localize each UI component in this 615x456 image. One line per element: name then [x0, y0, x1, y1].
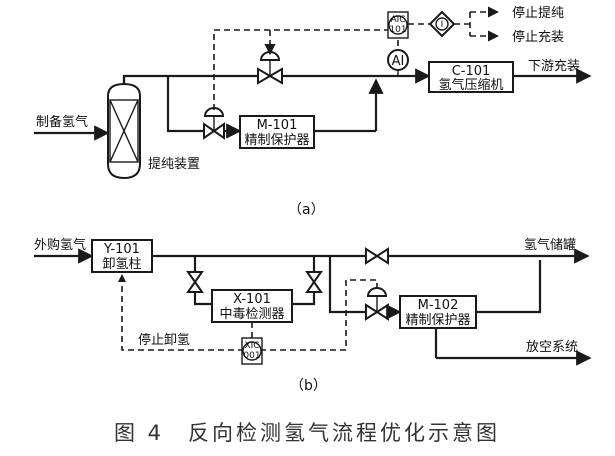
compressor-c101: [428, 61, 514, 93]
control-valve-a-main: [257, 51, 283, 85]
panel-b-sublabel: （b）: [290, 378, 327, 394]
svg-text:I: I: [441, 20, 444, 30]
svg-text:AIC: AIC: [390, 15, 405, 25]
signal-stop-unload: [121, 276, 244, 351]
xic-001-controller: XIC 001: [241, 337, 263, 365]
unloader-tag: Y-101: [103, 242, 140, 257]
figure-caption: 图 4 反向检测氢气流程优化示意图: [114, 421, 500, 445]
downstream-label: 下游充装: [528, 58, 580, 74]
signal-to-bypass-valve: [213, 29, 390, 110]
panel-a: 制备氢气 提纯装置 M-1: [34, 5, 592, 218]
storage-label: 氢气储罐: [524, 237, 576, 253]
detector-tag: X-101: [233, 292, 271, 307]
purifier-vessel: [107, 82, 141, 180]
svg-text:XIC: XIC: [244, 341, 259, 351]
unloader-y101: [91, 239, 153, 273]
detector-outlet: [292, 292, 316, 306]
feed-label-b: 外购氢气: [34, 237, 86, 253]
manual-valve-b-left: [186, 271, 204, 293]
stop-purify-label: 停止提纯: [512, 5, 564, 21]
compressor-name: 氢气压缩机: [438, 77, 503, 93]
bypass-line-a: [166, 76, 204, 133]
protector-m101: [239, 115, 315, 149]
stop-fill-label: 停止充装: [512, 29, 564, 45]
protector-m101-tag: M-101: [257, 118, 298, 133]
stop-unload-label: 停止卸氢: [138, 332, 190, 348]
panel-b: 外购氢气 Y-101 卸氢柱 氢气储罐 X-101 中毒检测器: [34, 237, 592, 394]
svg-text:101: 101: [389, 25, 406, 35]
unloader-name: 卸氢柱: [102, 256, 141, 272]
protector-m101-name: 精制保护器: [244, 133, 309, 148]
protector-branch-b: [328, 256, 366, 314]
vent-label: 放空系统: [526, 340, 578, 355]
protector-m102-tag: M-102: [418, 298, 459, 313]
manual-valve-b-main: [365, 247, 389, 265]
aic-101-controller: AIC 101: [387, 11, 409, 39]
protector-outlet-b: [476, 260, 542, 314]
protector-m102-name: 精制保护器: [405, 313, 470, 328]
detector-name: 中毒检测器: [219, 307, 284, 322]
control-valve-a-bypass: [203, 107, 225, 140]
detector-inlet: [193, 292, 212, 306]
purifier-label: 提纯装置: [148, 156, 200, 172]
svg-text:AI: AI: [392, 54, 405, 69]
ai-analyzer: AI: [387, 49, 409, 76]
xic-to-control-valve: [260, 279, 378, 351]
main-header-a: [122, 74, 398, 84]
feed-label-a: 制备氢气: [36, 114, 88, 130]
manual-valve-b-right: [305, 271, 323, 293]
svg-text:001: 001: [243, 351, 260, 361]
control-valve-b: [365, 287, 389, 321]
compressor-tag: C-101: [452, 64, 491, 79]
panel-a-sublabel: （a）: [288, 202, 325, 218]
interlock-diamond: I: [428, 10, 456, 38]
